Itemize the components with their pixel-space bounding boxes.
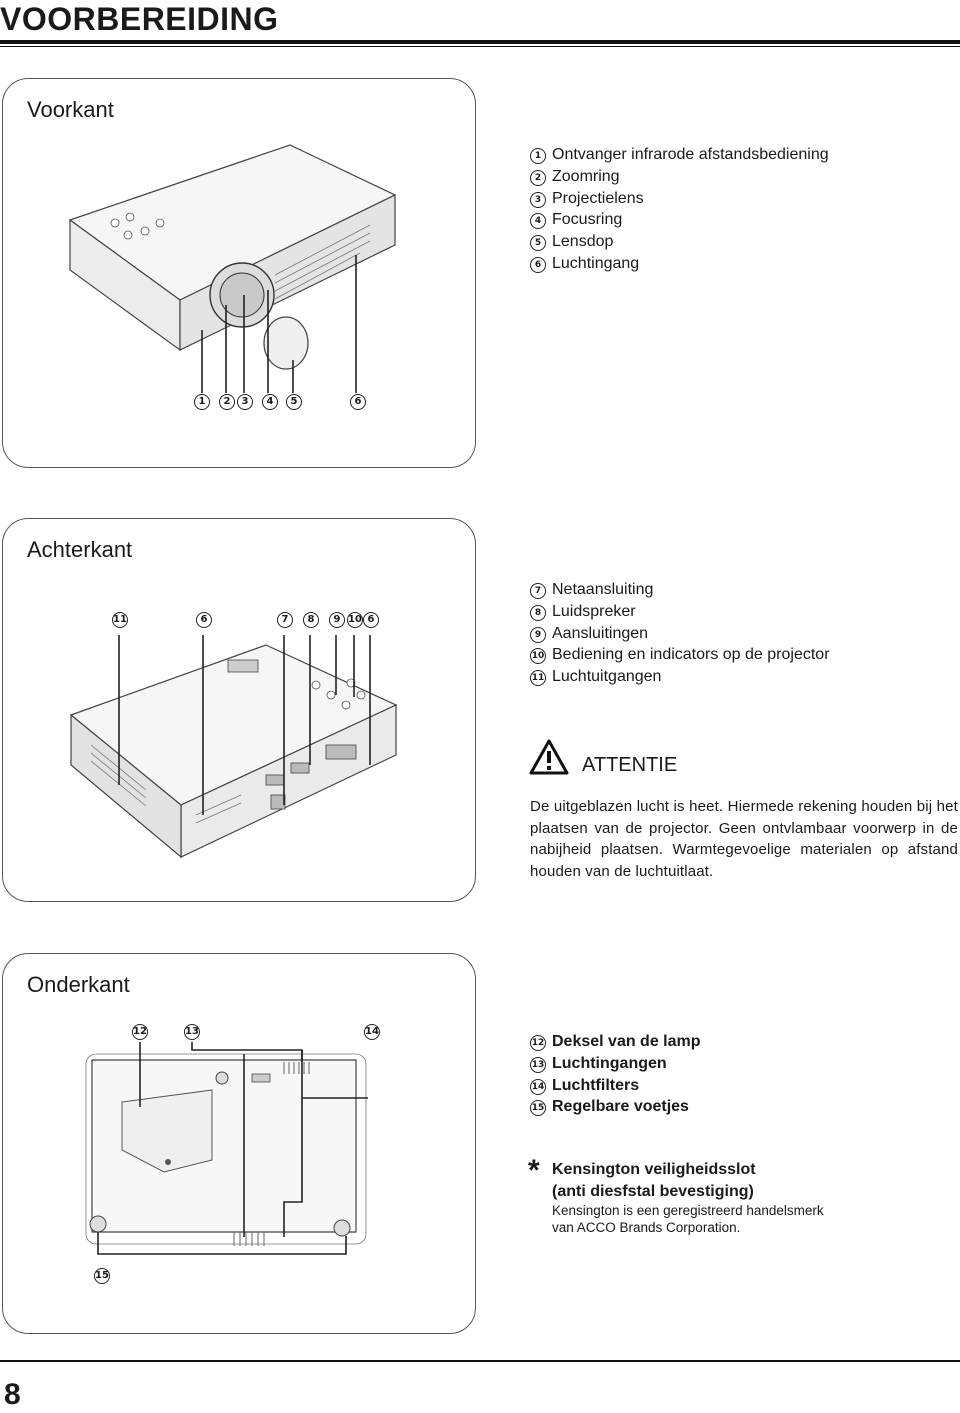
kensington-title-1: Kensington veiligheidsslot bbox=[552, 1161, 756, 1178]
rear-callout-11: 11 bbox=[112, 612, 128, 628]
front-projector-illustration bbox=[60, 125, 400, 415]
kensington-note-2: van ACCO Brands Corporation. bbox=[552, 1220, 741, 1235]
kensington-title-2: (anti diesfstal bevestiging) bbox=[552, 1183, 754, 1200]
rear-callout-6a: 6 bbox=[196, 612, 212, 628]
front-callout-3: 3 bbox=[237, 394, 253, 410]
rear-callout-8: 8 bbox=[303, 612, 319, 628]
bottom-callout-13: 13 bbox=[184, 1024, 200, 1040]
rear-panel-title: Achterkant bbox=[27, 537, 133, 562]
rear-callout-10: 10 bbox=[347, 612, 363, 628]
front-callout-4: 4 bbox=[262, 394, 278, 410]
rear-callout-9: 9 bbox=[329, 612, 345, 628]
page-number: 8 bbox=[4, 1378, 21, 1411]
footer-rule bbox=[0, 1360, 960, 1362]
kensington-note-1: Kensington is een geregistreerd handelsm… bbox=[552, 1203, 824, 1218]
bottom-callout-14: 14 bbox=[364, 1024, 380, 1040]
rear-callout-6b: 6 bbox=[363, 612, 379, 628]
page-title: VOORBEREIDING bbox=[0, 1, 279, 37]
header-rule-thin bbox=[0, 46, 960, 47]
front-callout-1: 1 bbox=[194, 394, 210, 410]
bottom-projector-illustration bbox=[84, 1032, 371, 1264]
front-callout-2: 2 bbox=[219, 394, 235, 410]
header-rule bbox=[0, 40, 960, 44]
front-panel-title: Voorkant bbox=[27, 97, 114, 122]
attention-title: ATTENTIE bbox=[582, 754, 678, 776]
bottom-callout-15: 15 bbox=[94, 1268, 110, 1284]
rear-projector-illustration bbox=[66, 635, 400, 885]
front-callout-6: 6 bbox=[350, 394, 366, 410]
kensington-asterisk: * bbox=[528, 1154, 540, 1187]
warning-icon bbox=[528, 738, 570, 776]
rear-callout-7: 7 bbox=[277, 612, 293, 628]
front-callout-5: 5 bbox=[286, 394, 302, 410]
bottom-callout-12: 12 bbox=[132, 1024, 148, 1040]
attention-text: De uitgeblazen lucht is heet. Hiermede r… bbox=[530, 798, 958, 880]
bottom-panel-title: Onderkant bbox=[27, 972, 130, 997]
